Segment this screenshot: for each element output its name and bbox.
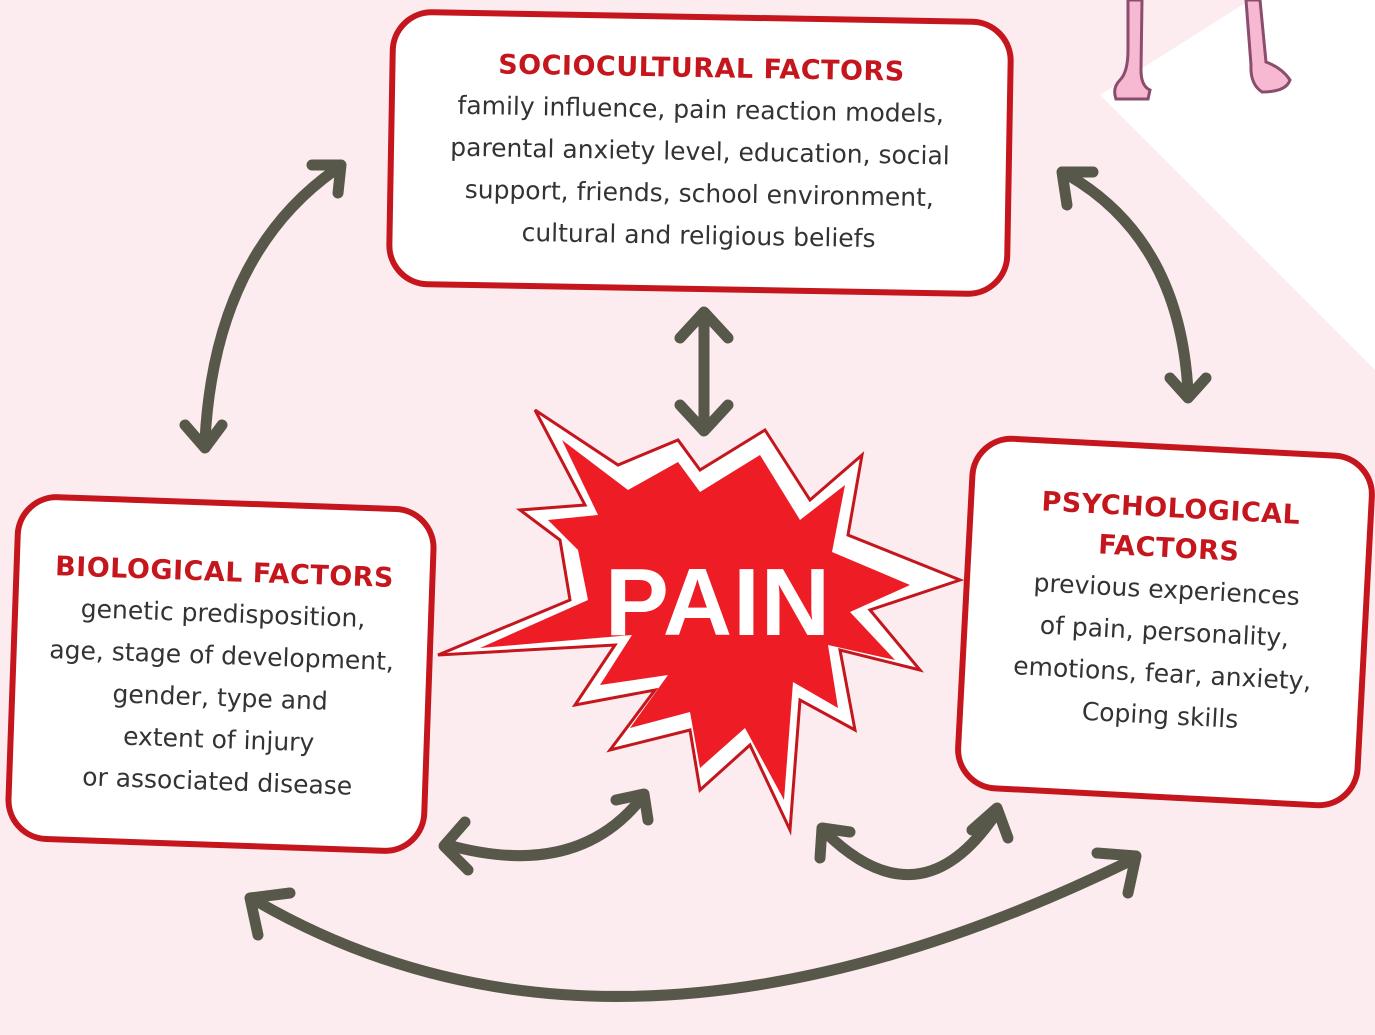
person-legs-icon <box>1113 0 1292 101</box>
sociocultural-description: family influence, pain reaction models, … <box>392 84 1007 263</box>
arrow-biological-psychological <box>244 847 1142 1002</box>
arrow-sociocultural-biological <box>179 159 347 454</box>
arrow-pain-psychological <box>814 802 1014 881</box>
arrow-sociocultural-pain <box>674 306 734 437</box>
arrow-biological-pain <box>438 788 654 876</box>
sociocultural-factors-box: SOCIOCULTURAL FACTORS family influence, … <box>385 8 1015 298</box>
biological-description: genetic predisposition, age, stage of de… <box>12 586 429 810</box>
biological-factors-box: BIOLOGICAL FACTORS genetic predispositio… <box>4 492 438 856</box>
psychological-factors-box: PSYCHOLOGICAL FACTORS previous experienc… <box>952 433 1375 811</box>
arrow-sociocultural-psychological <box>1056 166 1212 404</box>
pain-label: PAIN <box>604 549 832 656</box>
psychological-description: previous experiences of pain, personalit… <box>962 559 1364 747</box>
pain-burst <box>437 408 965 836</box>
